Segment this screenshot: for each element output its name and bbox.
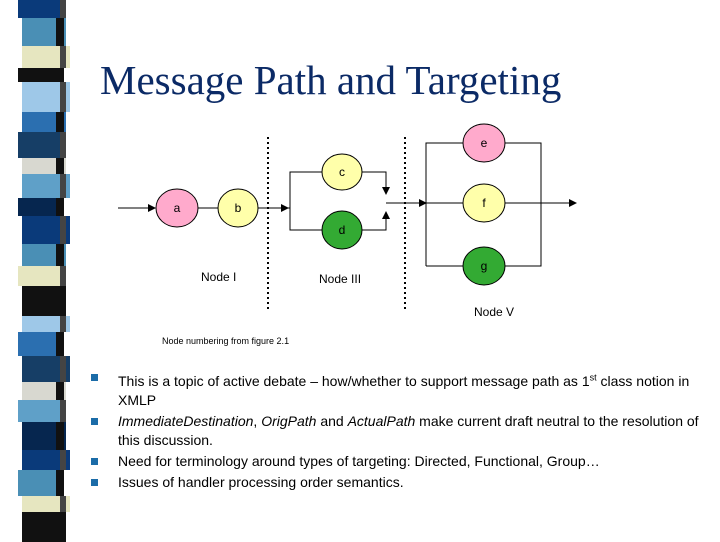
bullet-item: Issues of handler processing order seman… (90, 473, 700, 492)
slide-title: Message Path and Targeting (100, 57, 562, 103)
bullet-item: This is a topic of active debate – how/w… (90, 368, 700, 410)
edge-b-d (289, 208, 322, 231)
bullet-list: This is a topic of active debate – how/w… (90, 368, 700, 494)
decorative-stripe (0, 0, 80, 542)
node-f (462, 183, 506, 223)
node-a-label: a (174, 201, 181, 215)
node-c-label: c (339, 165, 345, 179)
node-g-label: g (481, 259, 488, 273)
node-b (217, 188, 259, 228)
node-d-label: d (339, 223, 346, 237)
node-e-label: e (481, 136, 488, 150)
bullet-marker-icon (91, 478, 98, 486)
node-f-label: f (482, 196, 486, 210)
figure-caption: Node numbering from figure 2.1 (162, 336, 290, 346)
node-c (321, 153, 363, 191)
bullet-item: ImmediateDestination, OrigPath and Actua… (90, 412, 700, 450)
bullet-item: Need for terminology around types of tar… (90, 452, 700, 471)
group-label-node-i: Node I (201, 270, 236, 284)
bullet-marker-icon (91, 374, 98, 381)
bullet-marker-icon (91, 457, 98, 465)
node-g (462, 246, 506, 286)
message-path-diagram: a b c d e f g Node I Node III Node V (118, 123, 577, 319)
node-b-label: b (235, 201, 242, 215)
edge-d-merge (362, 211, 390, 231)
group-label-node-iii: Node III (319, 272, 361, 286)
node-a (155, 188, 199, 228)
group-label-node-v: Node V (474, 305, 514, 319)
edge-e-out (505, 142, 542, 267)
bullet-marker-icon (91, 417, 98, 425)
edge-c-merge (362, 171, 390, 195)
node-e (462, 123, 506, 163)
node-d (321, 210, 363, 250)
edge-split-e (425, 142, 463, 266)
